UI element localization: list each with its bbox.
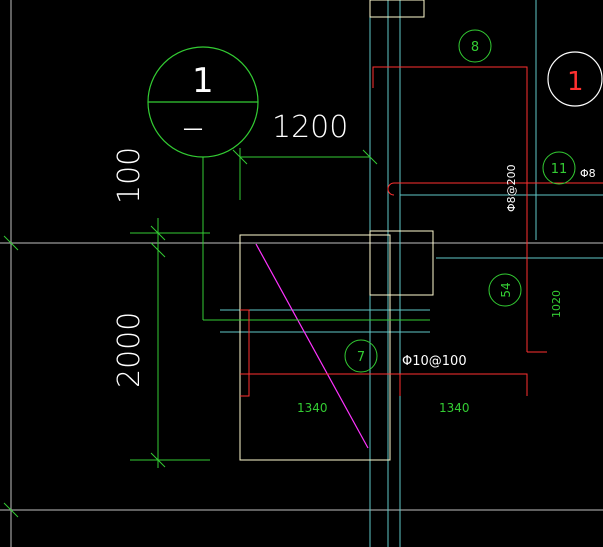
bubble-label: 7 [357,350,365,365]
tick-mark [362,149,378,165]
upper-column-outline [369,0,425,18]
rebar-length-1340-right: 1340 [439,401,470,415]
bubble-circle [488,273,522,307]
tick-mark [150,225,166,241]
bubble-label: 54 [499,282,513,297]
grid-tick [3,235,19,251]
footing-outline [239,234,391,461]
section-marker-right-number: 1 [567,67,584,97]
diagonal-hatch-line [255,243,369,449]
rebar-length-1340-left: 1340 [297,401,328,415]
column-outlines [239,0,434,461]
bubble-11: 11 [542,151,576,185]
axis-lines [220,0,603,547]
grid-tick-marks [3,235,19,518]
bubble-circle [344,339,378,373]
rebar-lines [240,66,603,397]
bubble-7: 7 [344,339,378,373]
section-marker-top-number: 1 [192,61,214,101]
rebar-label-phi8-200: Φ8@200 [505,164,518,212]
bubble-label: 11 [551,162,568,177]
dimension-100: 100 [112,147,147,204]
dimension-2000: 2000 [112,312,147,388]
bubble-circle [458,29,492,63]
section-marker-circle-right [547,51,603,107]
bubble-circle [542,151,576,185]
tick-mark [232,149,248,165]
section-marker-right: 1 [547,51,603,107]
section-marker-left: 1 — [147,46,259,158]
tick-mark [150,452,166,468]
rebar-side-bracket [240,309,250,397]
rebar-hook-curve [387,182,603,196]
rebar-label-phi10-100: Φ10@100 [402,354,467,369]
bubble-label: 8 [471,40,479,55]
section-marker-bottom-mark: — [183,116,203,140]
rebar-top-bracket [372,66,528,88]
column-outline [369,230,434,296]
rebar-length-1020: 1020 [550,290,563,318]
bubble-8: 8 [458,29,492,63]
rebar-bottom-bar [240,373,528,396]
tick-mark [150,242,166,258]
dimension-1200: 1200 [272,110,348,145]
dimension-lines [130,148,430,468]
bubble-54: 54 [488,273,522,307]
rebar-label-phi8: Φ8 [580,167,596,180]
grid-tick [3,502,19,518]
